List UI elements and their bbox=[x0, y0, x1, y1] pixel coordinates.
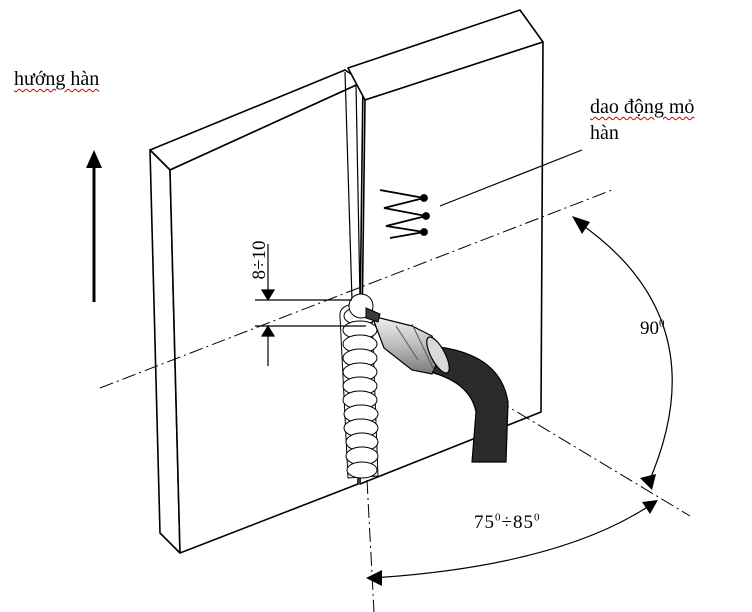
angle-high-value: 85 bbox=[512, 512, 534, 533]
angle-high-degree-mark: 0 bbox=[533, 511, 541, 524]
angle-low-value: 75 bbox=[474, 512, 495, 533]
angle-low-degree-mark: 0 bbox=[495, 511, 502, 524]
angle-75-85-label: 750÷850 bbox=[474, 512, 540, 534]
welding-torch bbox=[365, 307, 509, 463]
angle-90-degree-mark: 0 bbox=[659, 317, 665, 330]
torch-oscillation-text-1: dao động mỏ bbox=[590, 96, 695, 118]
left-plate bbox=[149, 69, 364, 554]
welding-direction-label: hướng hàn bbox=[14, 68, 99, 90]
gap-dimension bbox=[255, 244, 366, 366]
oscillation-leader-line bbox=[439, 149, 583, 207]
angle-90-arc bbox=[572, 216, 673, 490]
gap-dimension-text: 8÷10 bbox=[249, 240, 270, 280]
root-gap bbox=[344, 71, 361, 301]
angle-90-value: 90 bbox=[640, 318, 659, 339]
oscillation-zigzag bbox=[379, 189, 430, 239]
angle-range-separator: ÷ bbox=[501, 512, 513, 533]
right-plate bbox=[347, 9, 544, 485]
direction-arrow bbox=[86, 150, 102, 302]
weld-bead bbox=[339, 293, 379, 479]
angle-90-label: 900 bbox=[640, 318, 665, 340]
welding-direction-text: hướng hàn bbox=[14, 68, 100, 90]
torch-oscillation-label-line1: dao động mỏ bbox=[590, 96, 694, 118]
angle-75-85-arc bbox=[366, 500, 658, 586]
torch-oscillation-label-line2: hàn bbox=[590, 122, 619, 144]
gap-dimension-label: 8÷10 bbox=[240, 230, 280, 290]
torch-oscillation-text-2: hàn bbox=[590, 122, 619, 144]
